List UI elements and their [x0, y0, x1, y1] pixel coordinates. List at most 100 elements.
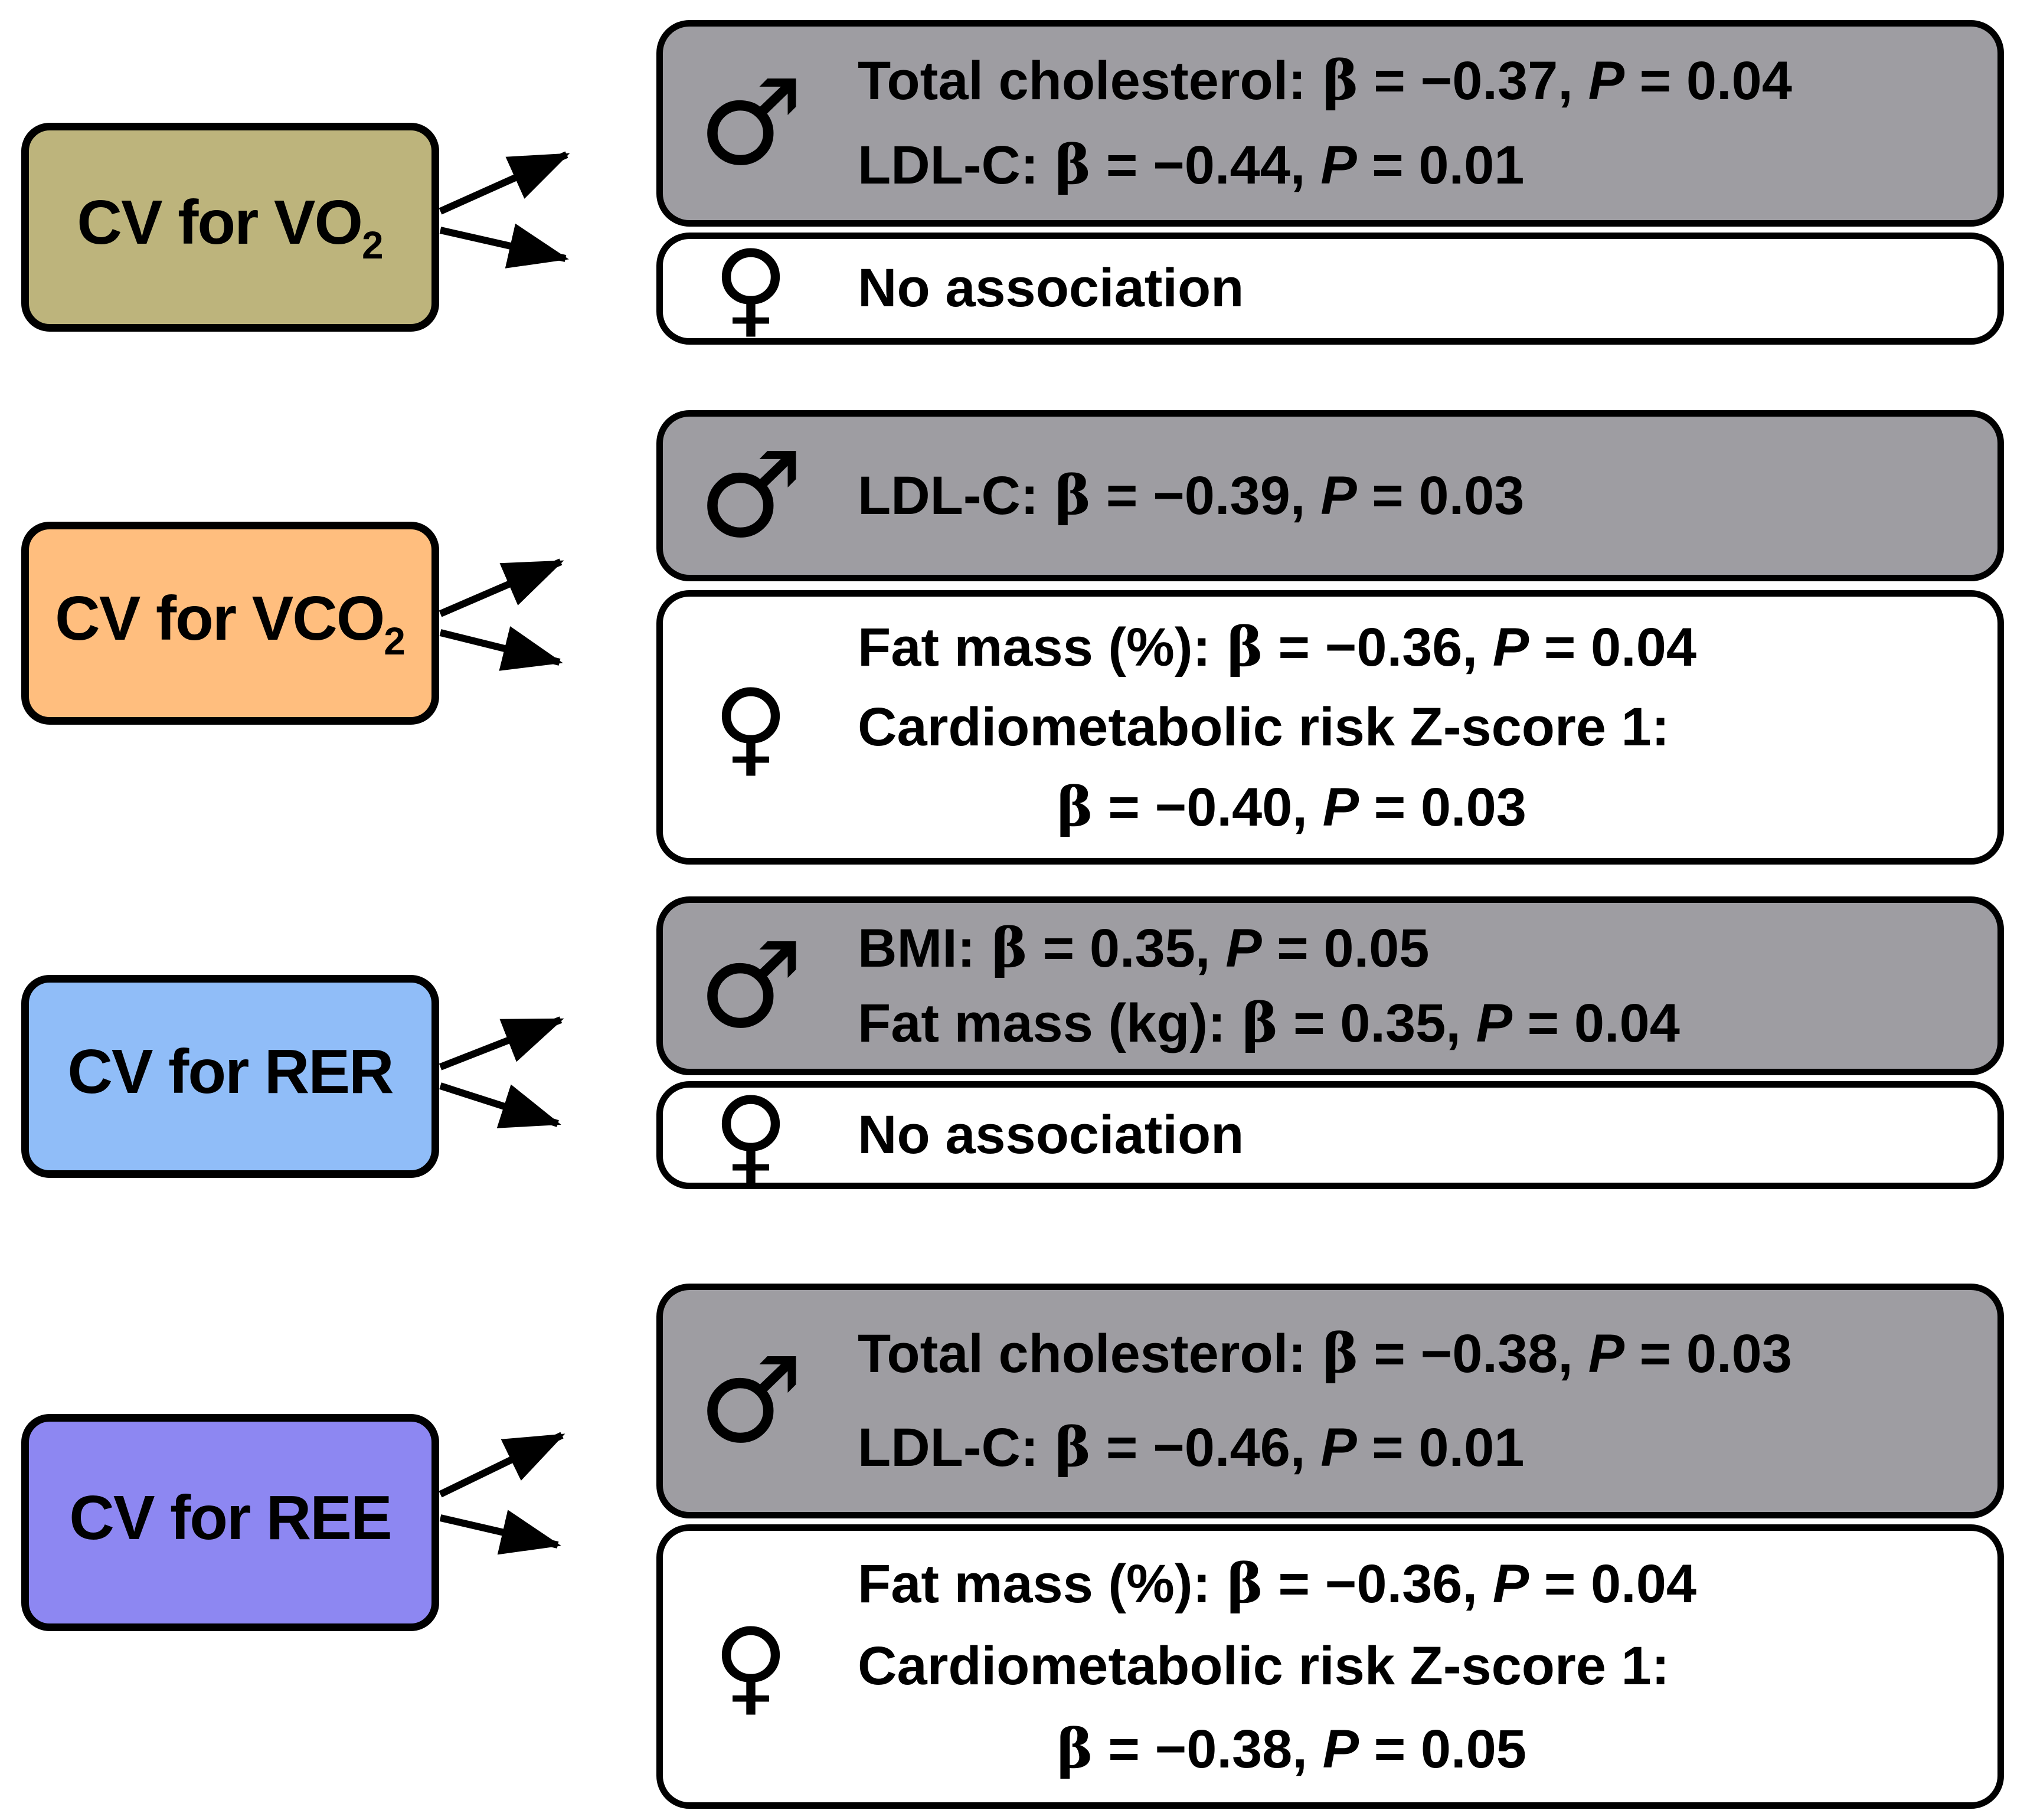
- beta-symbol: β: [1322, 48, 1359, 113]
- stat-line: Fat mass (%): β = −0.36,P = 0.04: [858, 1554, 1983, 1613]
- beta-symbol: β: [1227, 1551, 1263, 1615]
- stat-text: = −0.38,: [1358, 1324, 1573, 1384]
- stat-line: BMI:β = 0.35,P = 0.05: [858, 915, 1983, 980]
- female-icon: ♀: [712, 667, 789, 787]
- stat-text: = 0.03: [1356, 465, 1525, 526]
- stat-text: = −0.46,: [1091, 1418, 1306, 1478]
- stat-text: = 0.04: [1529, 617, 1697, 677]
- arrow-vco2-to-female: [439, 626, 563, 671]
- source-box-cv-ree: CV for REE: [21, 1414, 439, 1631]
- beta-symbol: β: [1242, 990, 1279, 1055]
- arrow-ree-to-male: [439, 1432, 565, 1498]
- stat-line: β = −0.40,P = 0.03: [858, 774, 1983, 839]
- arrow-ree-to-female: [439, 1510, 561, 1555]
- beta-symbol: β: [991, 915, 1028, 980]
- female-result-box-vo2: ♀ No association: [656, 233, 2004, 345]
- beta-symbol: β: [1322, 1321, 1359, 1386]
- arrow-vo2-to-female: [439, 223, 569, 269]
- arrow-vco2-to-male: [439, 558, 564, 617]
- arrow-rer-to-male: [439, 1016, 564, 1071]
- stat-text: Fat mass (kg):: [858, 993, 1226, 1053]
- source-label-subscript: 2: [362, 223, 384, 267]
- beta-symbol: β: [1055, 463, 1091, 527]
- stat-text: Total cholesterol:: [858, 1324, 1306, 1384]
- stat-text: = 0.35,: [1278, 993, 1461, 1053]
- p-symbol: P: [1320, 1418, 1357, 1478]
- source-box-cv-rer: CV for RER: [21, 975, 439, 1178]
- beta-symbol: β: [1055, 1415, 1091, 1479]
- female-icon: ♀: [712, 228, 789, 349]
- stat-text: = 0.35,: [1027, 918, 1211, 978]
- source-label: CV for VO2: [77, 187, 383, 267]
- p-symbol: P: [1320, 465, 1357, 526]
- source-label: CV for REE: [69, 1482, 392, 1563]
- stat-text: = 0.03: [1624, 1324, 1792, 1384]
- stat-line: Cardiometabolic risk Z-score 1:: [858, 1636, 1670, 1697]
- p-symbol: P: [1476, 993, 1512, 1053]
- p-symbol: P: [1588, 1324, 1624, 1384]
- female-icon: ♀: [712, 1606, 789, 1727]
- stat-line: LDL-C: β = −0.44,P = 0.01: [858, 136, 1983, 195]
- no-association-text: No association: [858, 1104, 1244, 1165]
- p-symbol: P: [1492, 617, 1529, 677]
- female-result-box-ree: ♀ Fat mass (%):β = −0.36,P = 0.04 Cardio…: [656, 1524, 2004, 1809]
- arrow-vo2-to-male: [439, 151, 570, 215]
- source-label-text: CV for RER: [67, 1037, 394, 1107]
- stat-line: Fat mass (kg): β = 0.35,P = 0.04: [858, 990, 1983, 1055]
- p-symbol: P: [1322, 777, 1359, 837]
- stat-text: = 0.03: [1359, 777, 1526, 837]
- beta-symbol: β: [1057, 774, 1093, 839]
- stat-line: Fat mass (%):β = −0.36,P = 0.04: [858, 617, 1983, 677]
- stat-text: = 0.01: [1356, 135, 1525, 196]
- stat-text: = 0.04: [1512, 993, 1680, 1053]
- female-result-box-vco2: ♀ Fat mass (%):β = −0.36,P = 0.04 Cardio…: [656, 590, 2004, 865]
- beta-symbol: β: [1055, 133, 1091, 197]
- stat-line: LDL-C: β = −0.39,P = 0.03: [858, 466, 1983, 525]
- stat-text: = 0.01: [1356, 1418, 1525, 1478]
- male-result-box-vo2: ♂ Total cholesterol: β = −0.37,P = 0.04 L…: [656, 20, 2004, 227]
- male-icon: ♂: [698, 54, 804, 192]
- stat-text: LDL-C:: [858, 465, 1039, 526]
- source-label-text: CV for VO: [77, 188, 363, 258]
- source-label-text: CV for REE: [69, 1483, 392, 1553]
- stat-text: = −0.44,: [1091, 135, 1306, 196]
- male-result-box-vco2: ♂ LDL-C:β = −0.39,P = 0.03: [656, 410, 2004, 581]
- no-association-text: No association: [858, 258, 1244, 319]
- stat-text: = −0.38,: [1093, 1718, 1307, 1779]
- male-result-box-rer: ♂ BMI:β = 0.35,P = 0.05 Fat mass (kg):β …: [656, 896, 2004, 1075]
- stat-line: Total cholesterol: β = −0.37,P = 0.04: [858, 51, 1983, 110]
- stat-text: LDL-C:: [858, 135, 1039, 196]
- p-symbol: P: [1320, 135, 1357, 196]
- stat-text: = −0.40,: [1093, 777, 1307, 837]
- stat-text: = 0.04: [1624, 51, 1792, 112]
- stat-text: = 0.04: [1529, 1553, 1697, 1614]
- source-label-text: CV for VCO: [55, 584, 385, 654]
- p-symbol: P: [1225, 918, 1262, 978]
- source-box-cv-vco2: CV for VCO2: [21, 522, 439, 725]
- p-symbol: P: [1492, 1553, 1529, 1614]
- stat-text: BMI:: [858, 918, 976, 978]
- male-result-box-ree: ♂ Total cholesterol: β = −0.38,P = 0.03 L…: [656, 1284, 2004, 1518]
- male-icon: ♂: [698, 916, 804, 1055]
- stat-line: Cardiometabolic risk Z-score 1:: [858, 696, 1670, 757]
- beta-symbol: β: [1057, 1716, 1093, 1780]
- source-label: CV for RER: [67, 1036, 394, 1117]
- stat-line: β = −0.38,P = 0.05: [858, 1716, 1983, 1780]
- stat-text: = −0.39,: [1091, 465, 1306, 526]
- stat-line: Total cholesterol: β = −0.38,P = 0.03: [858, 1324, 1983, 1383]
- arrow-rer-to-female: [439, 1082, 561, 1128]
- stat-text: = 0.05: [1359, 1718, 1526, 1779]
- male-icon: ♂: [698, 1332, 804, 1469]
- stat-text: Total cholesterol:: [858, 51, 1306, 112]
- p-symbol: P: [1588, 51, 1624, 112]
- stat-text: = −0.37,: [1358, 51, 1573, 112]
- female-icon: ♀: [712, 1075, 789, 1195]
- source-box-cv-vo2: CV for VO2: [21, 123, 439, 332]
- stat-text: Fat mass (%):: [858, 1553, 1211, 1614]
- stat-text: = −0.36,: [1263, 617, 1478, 677]
- p-symbol: P: [1322, 1718, 1359, 1779]
- stat-text: = 0.05: [1261, 918, 1430, 978]
- source-label: CV for VCO2: [55, 583, 406, 663]
- stat-text: = −0.36,: [1263, 1553, 1478, 1614]
- stat-text: LDL-C:: [858, 1418, 1039, 1478]
